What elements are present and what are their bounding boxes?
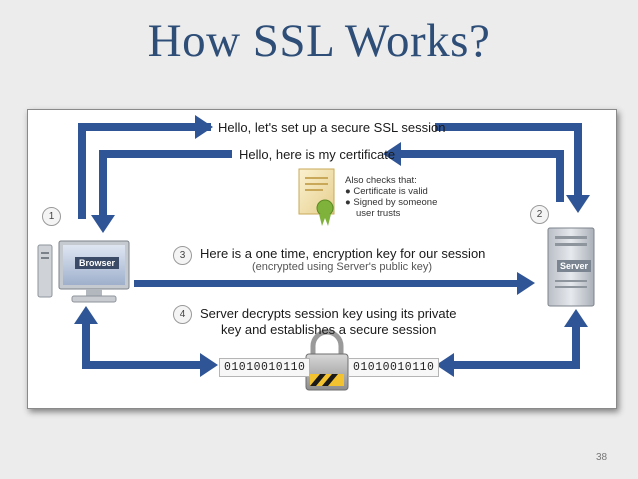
ssl-diagram: Browser Server Hello, let's set up a sec…: [27, 109, 617, 409]
session-key-arrow: [134, 272, 535, 295]
session-key-note: (encrypted using Server's public key): [252, 261, 433, 273]
decrypt-message-line-1: Server decrypts session key using its pr…: [200, 306, 457, 321]
certificate-arrow: [91, 142, 564, 233]
hello-arrow: [78, 115, 590, 219]
step-4-badge: 4: [173, 305, 192, 324]
certificate-message: Hello, here is my certificate: [239, 147, 396, 162]
secure-session-arrow: [74, 306, 588, 377]
browser-label: Browser: [75, 257, 120, 269]
decrypt-message-line-2: key and establishes a secure session: [221, 322, 437, 337]
checks-item: user trusts: [356, 208, 401, 219]
checks-item: ● Certificate is valid: [345, 186, 428, 197]
step-1-badge: 1: [42, 207, 61, 226]
slide-title: How SSL Works?: [147, 15, 491, 67]
binary-left: 01010010110: [219, 358, 311, 377]
checks-heading: Also checks that:: [345, 175, 417, 186]
flow-arrows: [37, 115, 595, 391]
page-number: 38: [596, 452, 608, 463]
session-key-message: Here is a one time, encryption key for o…: [200, 246, 486, 261]
checks-item: ● Signed by someone: [345, 197, 438, 208]
browser-computer-icon: [37, 240, 130, 303]
step-3-badge: 3: [173, 246, 192, 265]
certificate-icon: [298, 168, 335, 226]
binary-right: 01010010110: [348, 358, 440, 377]
server-label: Server: [557, 260, 592, 272]
step-2-badge: 2: [530, 205, 549, 224]
padlock-icon: [305, 329, 349, 391]
hello-message: Hello, let's set up a secure SSL session: [218, 120, 446, 135]
